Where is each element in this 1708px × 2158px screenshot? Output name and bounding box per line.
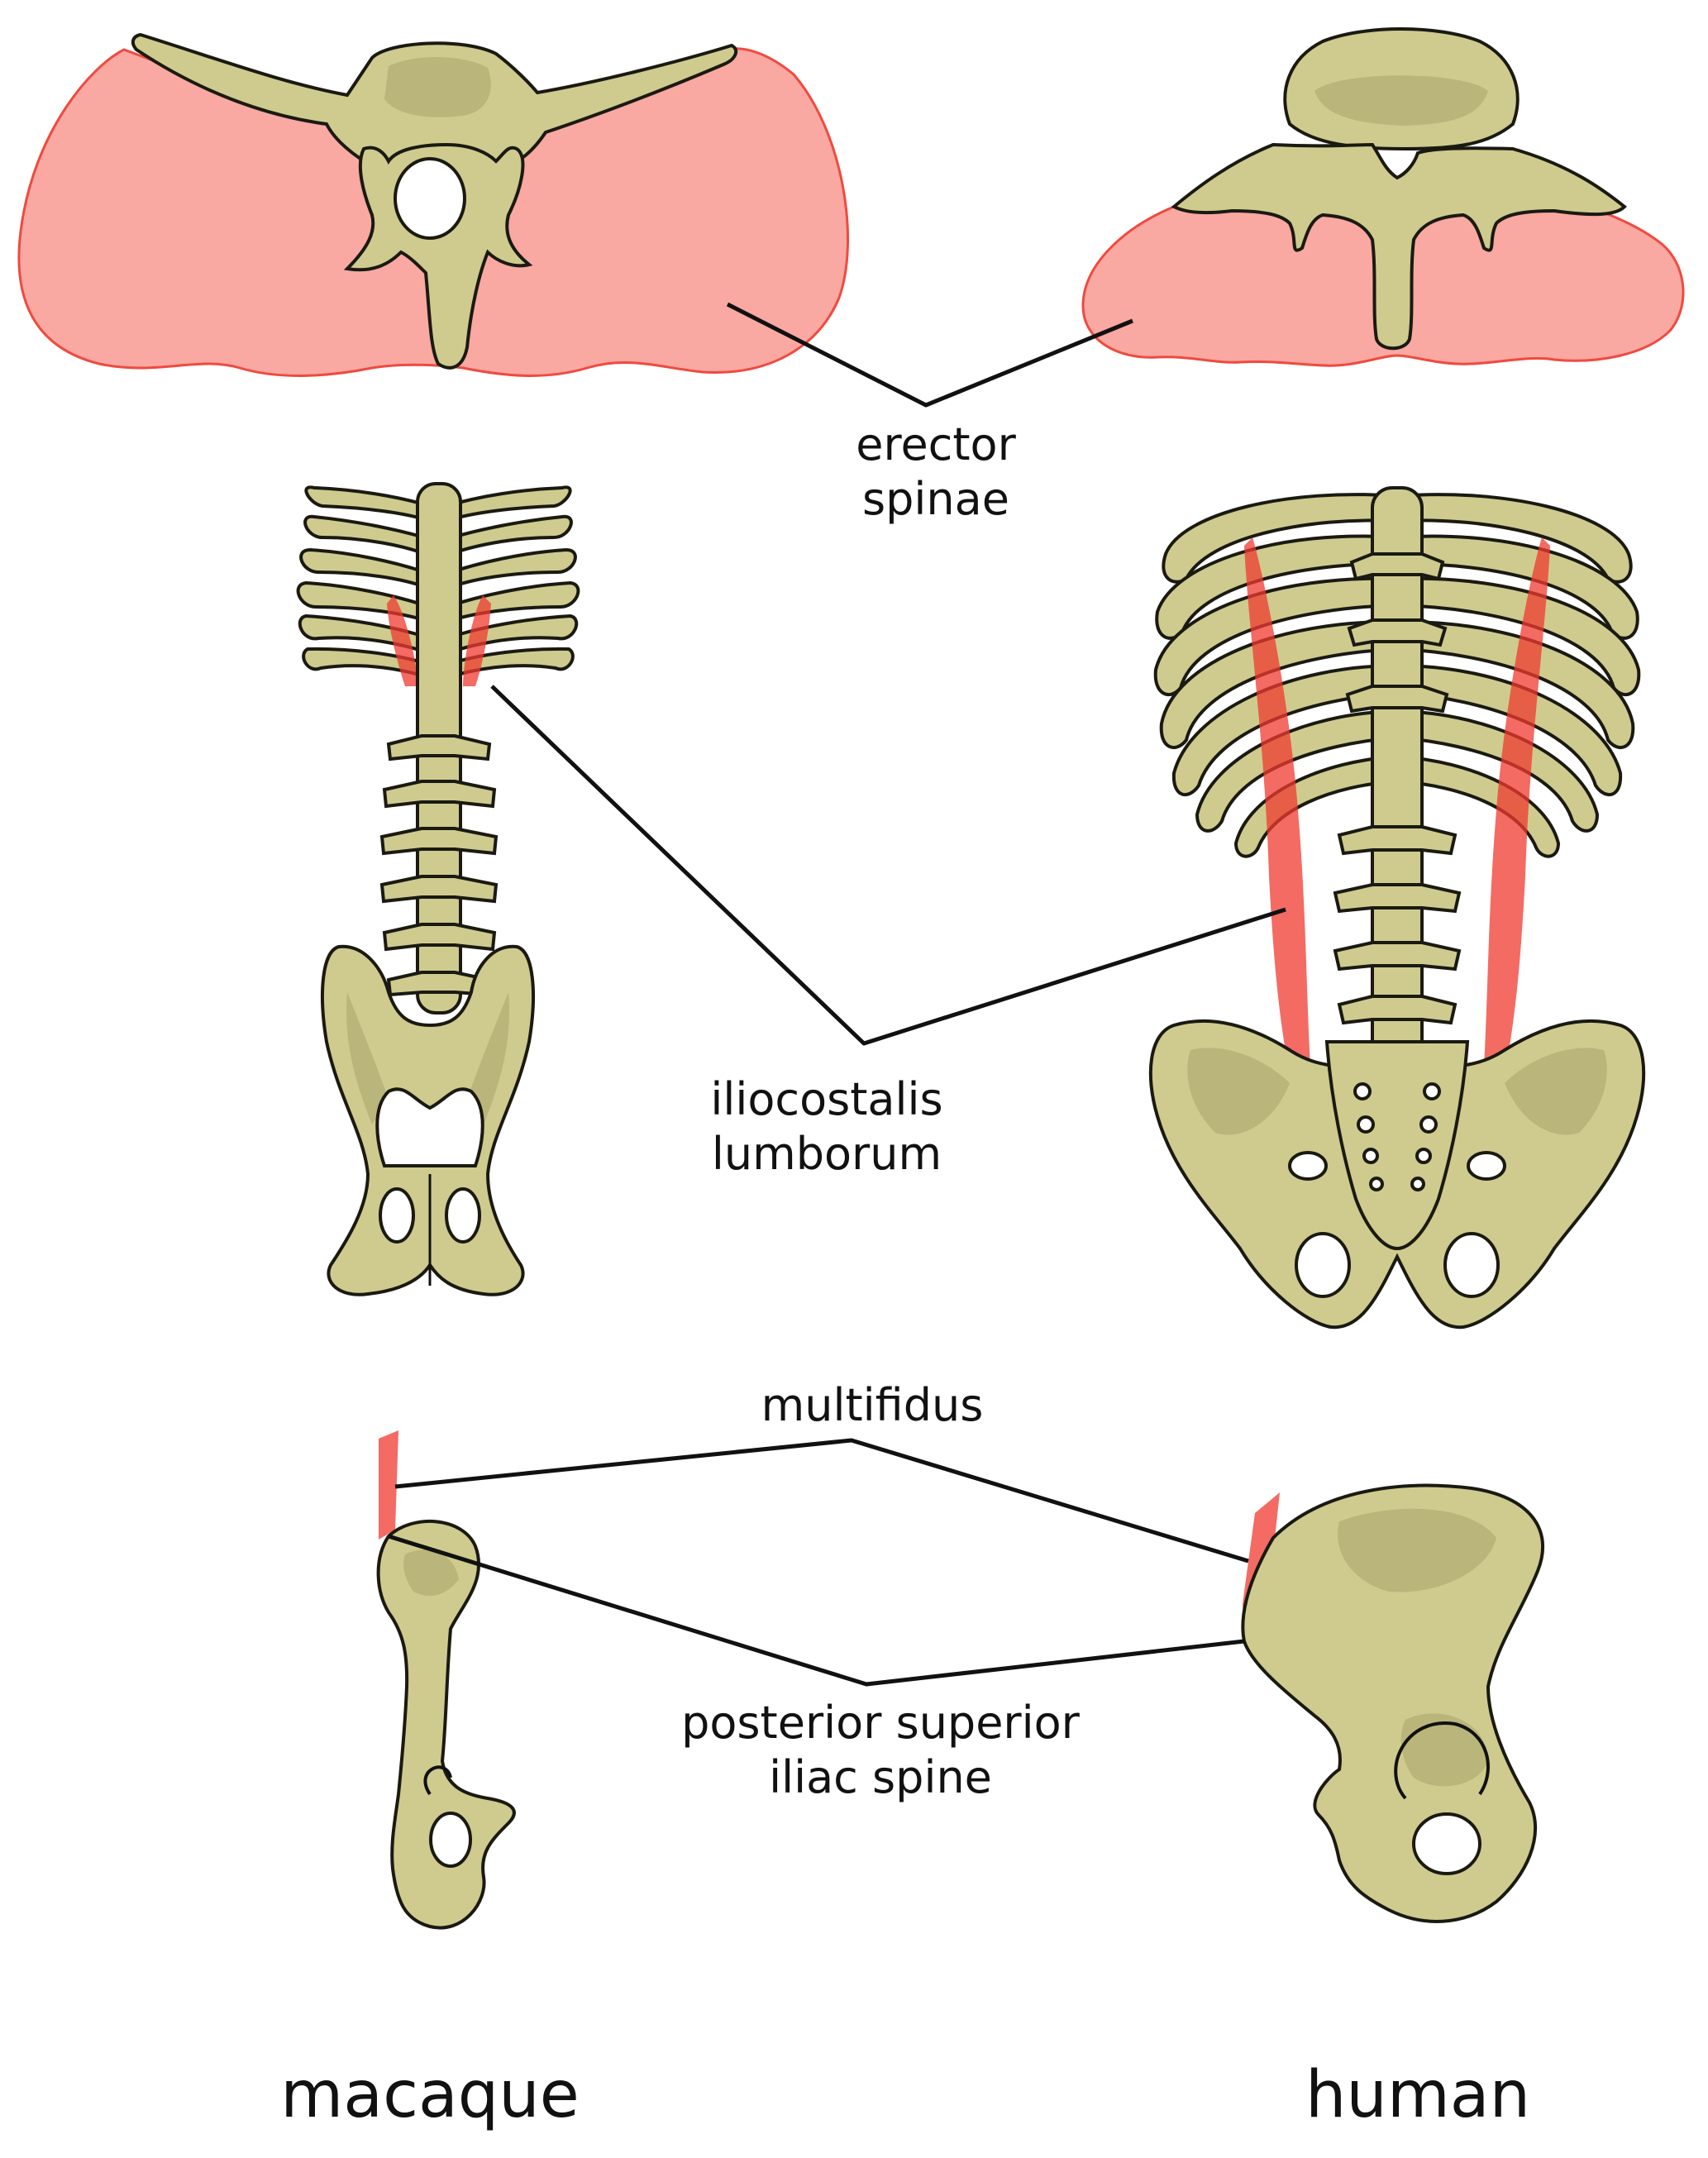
species-label-macaque: macaque <box>280 2058 579 2132</box>
species-label-human: human <box>1305 2058 1530 2132</box>
macaque-hip-bone-lateral <box>376 1430 516 1930</box>
psis-label-line2: iliac spine <box>769 1751 992 1803</box>
human-rib-cage <box>1153 493 1641 858</box>
macaque-obturator-foramen-lateral <box>429 1812 472 1868</box>
human-vertebral-column <box>1333 486 1462 1068</box>
iliocostalis-label-line2: lumborum <box>712 1128 942 1180</box>
erector-spinae-label-line2: spinae <box>862 473 1009 525</box>
macaque-vertebra-cross-section <box>17 32 850 377</box>
iliocostalis-label-line1: iliocostalis <box>710 1073 942 1125</box>
psis-label-line1: posterior superior <box>681 1697 1081 1749</box>
multifidus-leader-line <box>394 1438 1249 1564</box>
erector-spinae-label-line1: erector <box>856 418 1016 470</box>
psis-leader-line <box>388 1534 1245 1687</box>
macaque-obturator-foramen <box>375 1087 484 1167</box>
multifidus-label: multifidus <box>761 1379 984 1431</box>
human-iliocostalis-left <box>1244 537 1310 1075</box>
macaque-vertebral-arch <box>343 142 533 370</box>
macaque-vertebral-column <box>379 482 499 1015</box>
human-hip-bone-lateral <box>1241 1483 1545 1923</box>
human-vertebra-cross-section <box>1081 27 1685 367</box>
human-iliocostalis-right <box>1484 537 1550 1075</box>
human-vertebral-arch <box>1171 142 1627 351</box>
human-spine-posterior-view <box>1148 486 1646 1330</box>
macaque-multifidus-muscle <box>379 1430 398 1540</box>
iliocostalis-leader-line <box>490 685 1286 1046</box>
human-obturator-foramen-lateral <box>1412 1812 1481 1875</box>
macaque-iliocostalis-left <box>387 595 417 686</box>
macaque-vertebral-foramen <box>394 157 466 240</box>
macaque-spine-posterior-view <box>296 482 580 1296</box>
erector-spinae-leader-line <box>726 302 1133 408</box>
macaque-iliocostalis-right <box>463 595 491 686</box>
